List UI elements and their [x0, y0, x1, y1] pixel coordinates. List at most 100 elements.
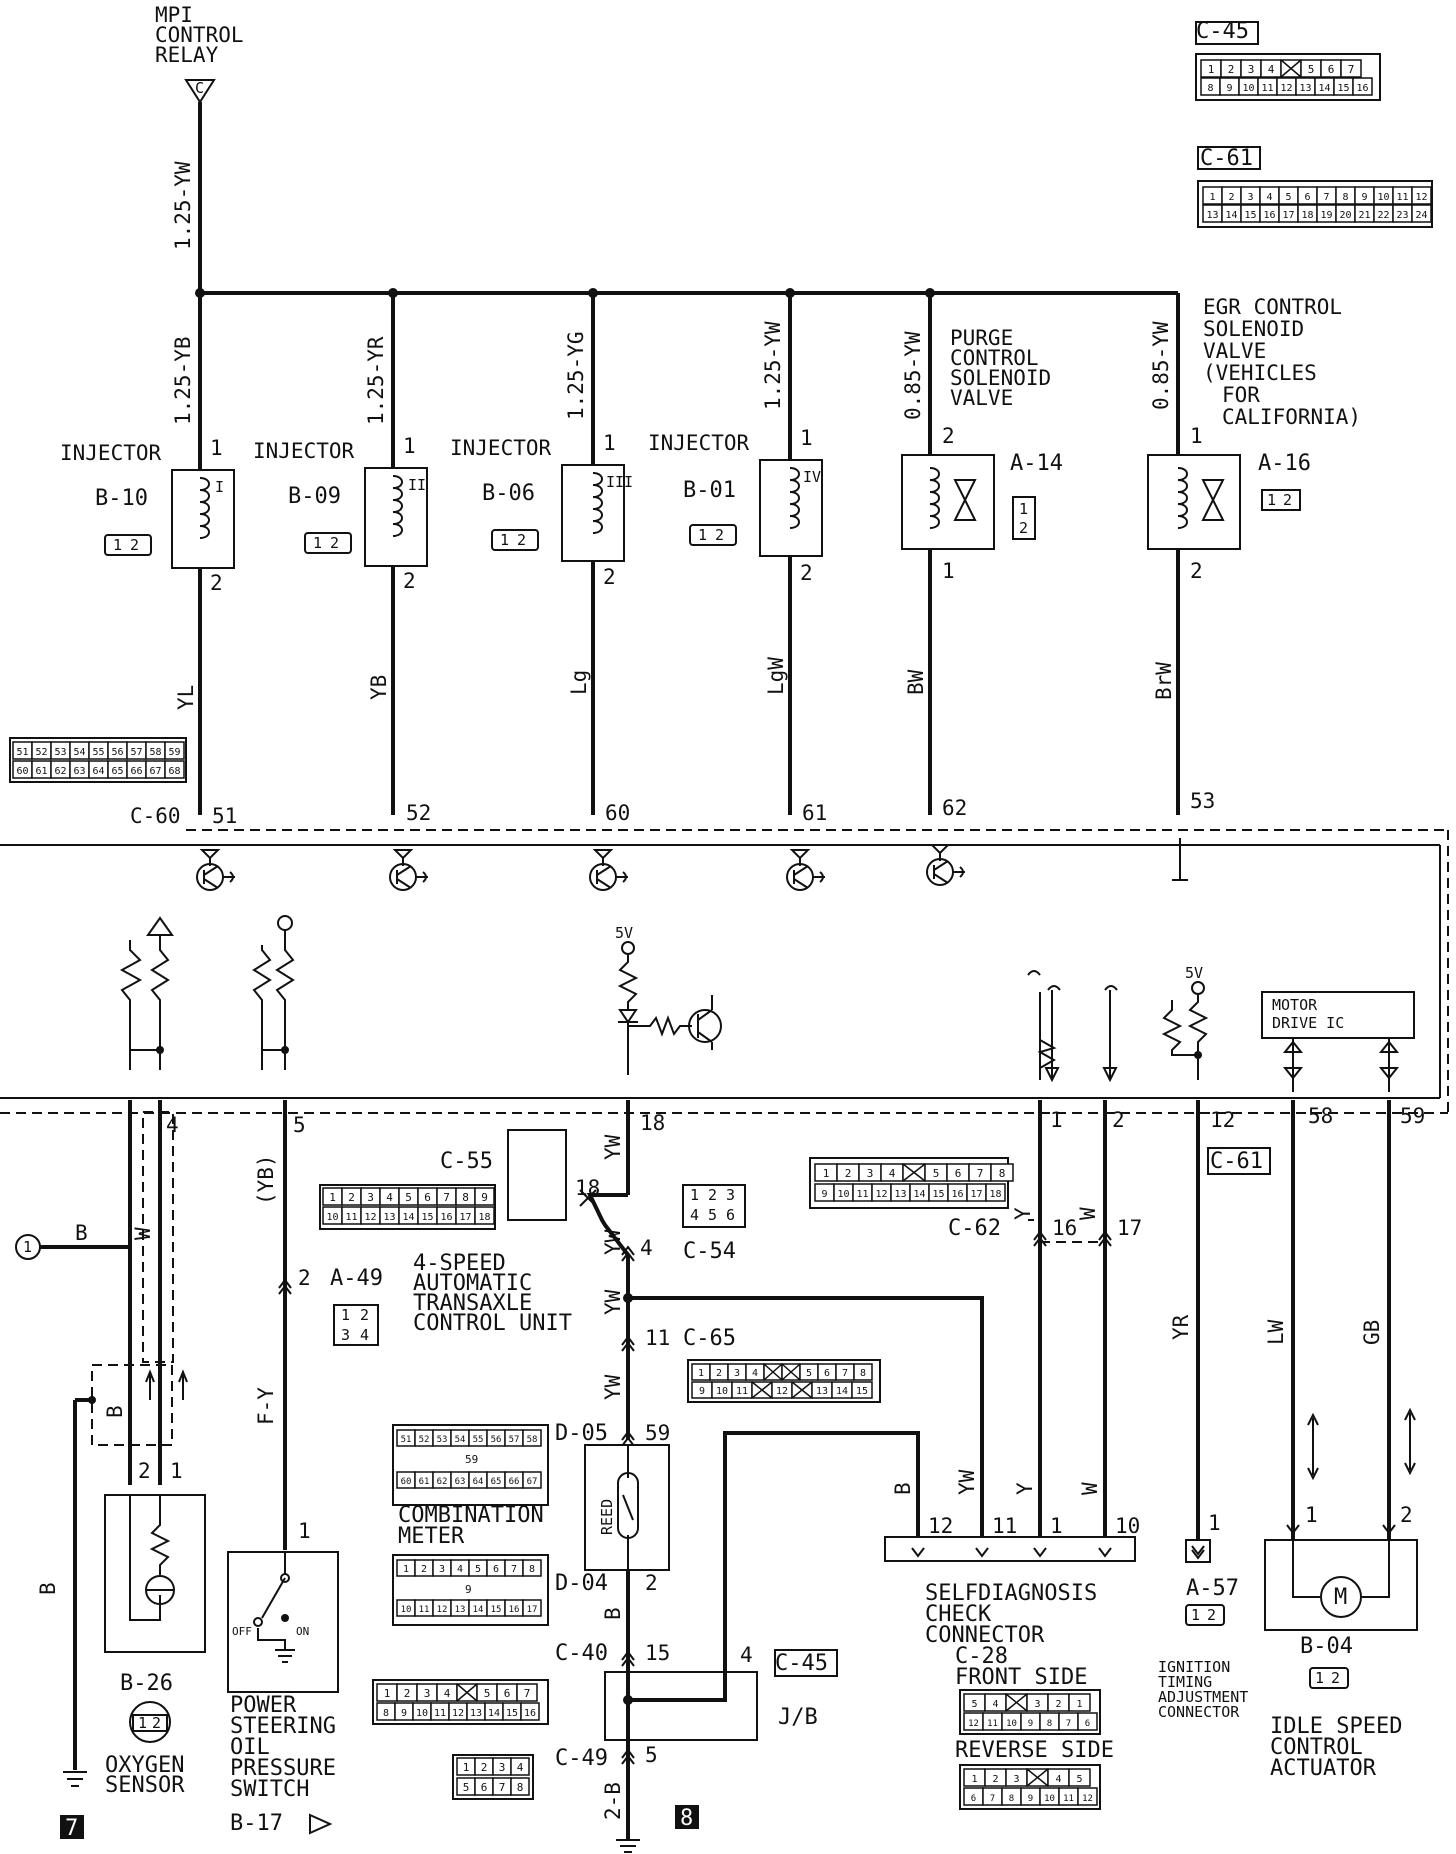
egr-driver	[1172, 838, 1188, 881]
oxygen-conn: B-26	[120, 1671, 173, 1696]
pin-label: 24	[1415, 210, 1427, 221]
pin-label: 3	[1248, 63, 1255, 76]
pin-label: 9	[821, 1189, 827, 1200]
injector-1: 1.25-YB INJECTOR 1 I 2 B-10 1 2 YL	[60, 293, 235, 815]
pin-label: 15	[506, 1708, 518, 1719]
oxygen-pin-2: 2	[138, 1459, 151, 1483]
pin-label: 6	[1304, 192, 1310, 203]
pin-label: 67	[527, 1477, 538, 1487]
pin-label: 4	[752, 1368, 758, 1379]
injector-4-pin-bot: 2	[800, 561, 813, 585]
pin-label: 16	[1356, 83, 1368, 94]
ps-label-1: POWER	[230, 1693, 297, 1718]
pin-label: 14	[913, 1189, 925, 1200]
meter-pin-15: 15	[645, 1641, 670, 1665]
pin-label: 10	[1006, 1719, 1017, 1729]
ecu-pin-51: 51	[212, 804, 237, 828]
pin-cell	[985, 1183, 1006, 1202]
tcu-wire-1: YW	[601, 1134, 625, 1160]
pin-label: 2	[1207, 1606, 1216, 1624]
selfdiag-conn: C-28	[955, 1644, 1008, 1669]
pin-label: 1	[971, 1774, 977, 1785]
pin-label: 3	[367, 1191, 374, 1204]
isc-wire-2: GB	[1360, 1320, 1384, 1345]
injector-2-wire-top: 1.25-YR	[364, 336, 388, 425]
pin-label: 7	[1323, 192, 1329, 203]
pin-label: 6	[726, 1206, 735, 1224]
meter-label-2: METER	[398, 1524, 465, 1549]
pin-label: 57	[130, 747, 142, 758]
ground-tag-8	[675, 1805, 699, 1829]
meter-wire-b: B	[601, 1607, 625, 1620]
injector-2-conn-face	[304, 532, 352, 554]
pin-label: 1	[384, 1687, 391, 1700]
purge-pin-bot: 1	[942, 559, 955, 583]
pin-label: 21	[1358, 210, 1370, 221]
pin-cell	[851, 1381, 873, 1399]
ps-conn: B-17	[230, 1811, 283, 1836]
pin-label: 59	[168, 747, 180, 758]
relay-terminal	[184, 79, 216, 104]
pin-label: 23	[1396, 210, 1408, 221]
pin-label: 16	[509, 1605, 520, 1615]
pin-label: 63	[455, 1477, 466, 1487]
injector-3-pin-top: 1	[603, 431, 616, 455]
timing-pin: 1	[1208, 1511, 1221, 1535]
pin-label: 5	[475, 1564, 481, 1575]
pin-cell	[516, 1683, 538, 1702]
pin-label: 20	[1339, 210, 1351, 221]
pin-label: 11	[1063, 1794, 1074, 1804]
pin-label: 4	[517, 1761, 524, 1774]
pin-label: 2	[348, 1191, 355, 1204]
injector-3-wire-bot: Lg	[567, 670, 591, 695]
relay-pin: C	[195, 79, 204, 97]
pin-label: 62	[437, 1477, 448, 1487]
selfdiag-circuit: Y W 16 17 Y W B YW 12 11 1 10 SELFDIAGNO…	[884, 970, 1142, 1810]
ignition-timing-circuit: YR C-61 1 A-57 1 2 IGNITION TIMING ADJUS…	[1158, 1100, 1271, 1721]
pin-label: 4	[457, 1564, 463, 1575]
oxygen-wire-b: B	[75, 1221, 88, 1245]
pin-label: 12	[452, 1708, 464, 1719]
pin-label: 12	[1082, 1794, 1093, 1804]
egr-label-6: CALIFORNIA)	[1222, 405, 1361, 429]
pin-label: 11	[1396, 192, 1408, 203]
timing-label-1: IGNITION	[1158, 1658, 1230, 1676]
injector-3-roman: III	[606, 473, 633, 491]
pin-label: 64	[473, 1477, 484, 1487]
pin-label: 1	[403, 1564, 409, 1575]
pin-label: 4	[1055, 1774, 1061, 1785]
injector-2: 1.25-YR INJECTOR 1 II 2 B-09 1 2 YB	[253, 293, 428, 815]
injector-4-wire-top: 1.25-YW	[761, 321, 785, 410]
pin-label: 12	[1280, 83, 1292, 94]
selfdiag-pin-12: 12	[928, 1514, 953, 1538]
egr-label-1: EGR CONTROL	[1203, 295, 1342, 319]
pin-label: 8	[383, 1708, 389, 1719]
injector-2-wire-bot: YB	[367, 675, 391, 700]
selfdiag-wire-y: Y	[1013, 1482, 1037, 1495]
timing-label-2: TIMING	[1158, 1673, 1212, 1691]
tcu-meter-circuit: YW 18 YW 4 4-SPEED AUTOMATIC TRANSAXLE C…	[392, 1100, 984, 1853]
ps-label-2: STEERING	[230, 1714, 336, 1739]
pin-label: 3	[734, 1368, 740, 1379]
ground-tag-8-label: 8	[680, 1806, 693, 1831]
pin-cell	[474, 1206, 495, 1225]
pin-label: 4	[386, 1191, 393, 1204]
tcu-box	[507, 1129, 567, 1221]
triangle-ref	[309, 1813, 333, 1835]
pin-label: 9	[465, 1583, 472, 1596]
relay-label-3: RELAY	[155, 43, 219, 67]
pin-label: 15	[1244, 210, 1256, 221]
pin-label: 1	[113, 536, 122, 554]
circle-ref-1	[15, 1234, 41, 1260]
egr-body	[1147, 454, 1241, 550]
pin-label: 14	[473, 1605, 484, 1615]
injector-1-pin-top: 1	[210, 436, 223, 460]
ecu-pin-12: 12	[1210, 1108, 1235, 1132]
egr-conn-face	[1261, 489, 1301, 511]
injector-1-conn-face	[104, 534, 152, 556]
pin-label: 2	[330, 534, 339, 552]
jb-label: J/B	[778, 1705, 818, 1730]
